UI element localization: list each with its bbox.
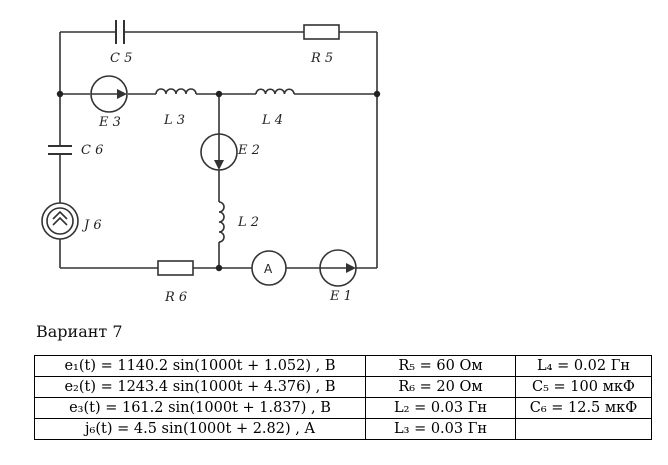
table-cell: e₃(t) = 161.2 sin(1000t + 1.837) , B xyxy=(34,397,366,419)
label-j6: J 6 xyxy=(81,218,102,233)
circuit-diagram: C 5 R 5 E 3 L 3 L 4 C 6 E 2 J 6 L 2 R 6 … xyxy=(41,20,381,305)
table-cell: C₅ = 100 мкФ xyxy=(515,376,652,398)
capacitor-c6 xyxy=(48,145,72,155)
variant-heading: Вариант 7 xyxy=(36,322,123,341)
capacitor-c5 xyxy=(115,20,125,44)
table-cell: j₆(t) = 4.5 sin(1000t + 2.82) , A xyxy=(34,418,366,440)
label-c6: C 6 xyxy=(81,143,103,158)
ammeter xyxy=(251,250,287,286)
resistor-r6 xyxy=(157,260,194,276)
table-row: e₁(t) = 1140.2 sin(1000t + 1.052) , B R₅… xyxy=(34,355,652,377)
table-cell: R₅ = 60 Ом xyxy=(365,355,516,377)
table-cell: L₃ = 0.03 Гн xyxy=(365,418,516,440)
current-source-j6 xyxy=(41,202,79,240)
table-cell: C₆ = 12.5 мкФ xyxy=(515,397,652,419)
resistor-r5 xyxy=(303,24,340,40)
table-cell xyxy=(515,418,652,440)
table-cell: L₄ = 0.02 Гн xyxy=(515,355,652,377)
table-cell: e₂(t) = 1243.4 sin(1000t + 4.376) , B xyxy=(34,376,366,398)
label-c5: C 5 xyxy=(110,51,132,66)
label-e3: E 3 xyxy=(98,115,121,130)
label-e2: E 2 xyxy=(237,143,260,158)
inductor-l4 xyxy=(255,88,295,95)
label-r6: R 6 xyxy=(164,290,187,305)
inductor-l2 xyxy=(218,201,225,243)
parameters-table: e₁(t) = 1140.2 sin(1000t + 1.052) , B R₅… xyxy=(34,355,652,440)
table-cell: R₆ = 20 Ом xyxy=(365,376,516,398)
label-ammeter: A xyxy=(264,262,273,276)
table-row: e₃(t) = 161.2 sin(1000t + 1.837) , B L₂ … xyxy=(34,397,652,419)
table-cell: e₁(t) = 1140.2 sin(1000t + 1.052) , B xyxy=(34,355,366,377)
label-r5: R 5 xyxy=(310,51,333,66)
label-e1: E 1 xyxy=(329,289,352,304)
inductor-l3 xyxy=(155,88,197,95)
junction-dots xyxy=(56,90,381,272)
label-l4: L 4 xyxy=(261,113,283,128)
label-l3: L 3 xyxy=(163,113,185,128)
e2-arrow xyxy=(214,160,224,170)
table-cell: L₂ = 0.03 Гн xyxy=(365,397,516,419)
e3-arrow xyxy=(117,89,127,99)
e1-arrow xyxy=(346,263,356,273)
label-l2: L 2 xyxy=(237,215,259,230)
table-row: e₂(t) = 1243.4 sin(1000t + 4.376) , B R₆… xyxy=(34,376,652,398)
table-row: j₆(t) = 4.5 sin(1000t + 2.82) , A L₃ = 0… xyxy=(34,418,652,440)
